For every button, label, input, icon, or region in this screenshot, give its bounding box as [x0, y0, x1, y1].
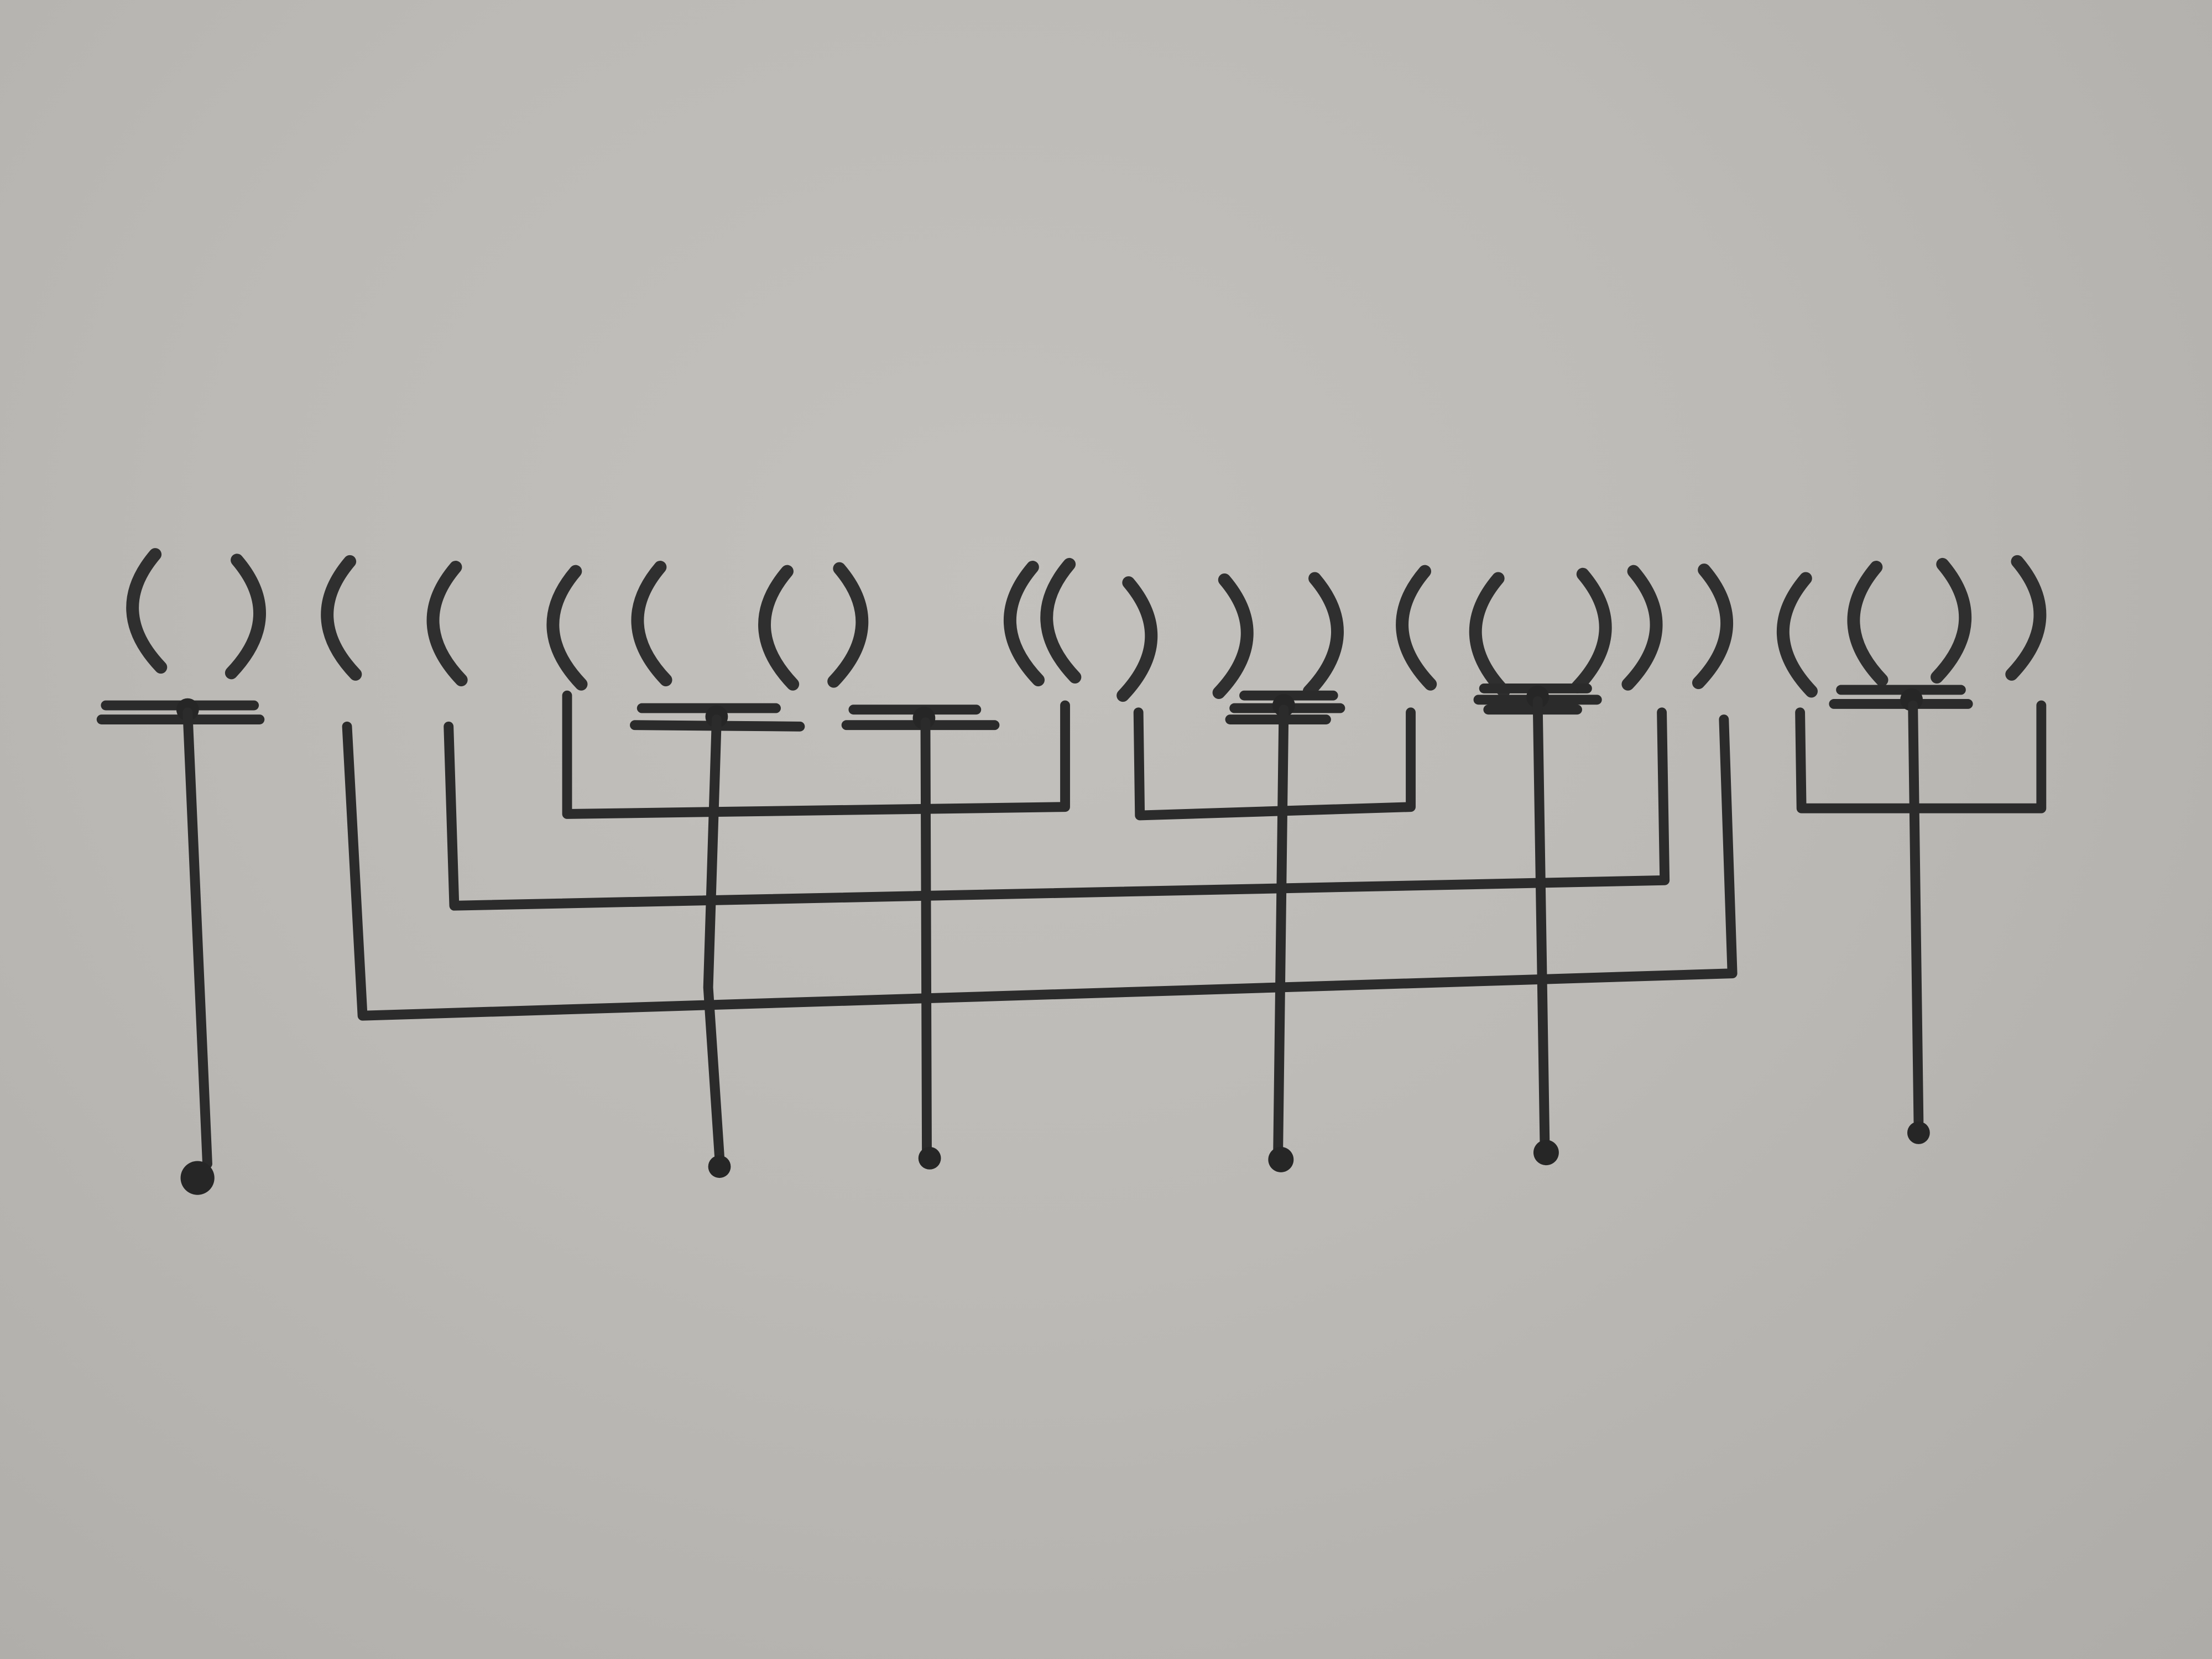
fork-marker — [96, 698, 265, 724]
bracket-connector — [444, 707, 1670, 911]
open-paren — [631, 561, 672, 687]
stem — [1907, 700, 1930, 1144]
open-paren — [1004, 561, 1045, 687]
close-paren — [1931, 557, 1972, 684]
open-paren — [546, 565, 588, 691]
bracket-connector — [562, 690, 1070, 819]
close-paren — [1117, 576, 1158, 702]
open-paren — [1040, 557, 1082, 684]
matching-brackets — [342, 690, 2047, 1021]
close-paren — [1571, 567, 1612, 693]
close-paren — [827, 562, 869, 688]
bracket-connector — [1133, 707, 1416, 821]
close-paren — [1692, 564, 1733, 690]
open-paren — [426, 561, 468, 687]
stem — [703, 714, 731, 1178]
stem — [918, 717, 941, 1170]
open-paren — [321, 555, 362, 681]
stem — [1532, 696, 1559, 1166]
close-paren — [1302, 572, 1344, 698]
fork-marker — [841, 705, 1000, 731]
open-paren — [1396, 565, 1437, 691]
stem — [1268, 705, 1294, 1172]
stems — [180, 696, 1930, 1195]
open-paren — [758, 565, 800, 691]
bracket-connector — [342, 714, 1738, 1021]
open-paren — [1469, 572, 1510, 698]
fork-marker — [1829, 685, 1973, 711]
close-paren — [1621, 565, 1663, 691]
fork-markers — [96, 683, 1973, 732]
open-paren — [126, 548, 168, 674]
open-paren — [1847, 561, 1888, 687]
open-paren — [1777, 572, 1818, 698]
close-paren — [1212, 573, 1254, 700]
close-paren — [2005, 555, 2047, 681]
parenthesis-sequence — [126, 548, 2047, 702]
stem — [180, 707, 215, 1195]
bracket-connector — [1795, 700, 2047, 813]
close-paren — [225, 554, 266, 680]
